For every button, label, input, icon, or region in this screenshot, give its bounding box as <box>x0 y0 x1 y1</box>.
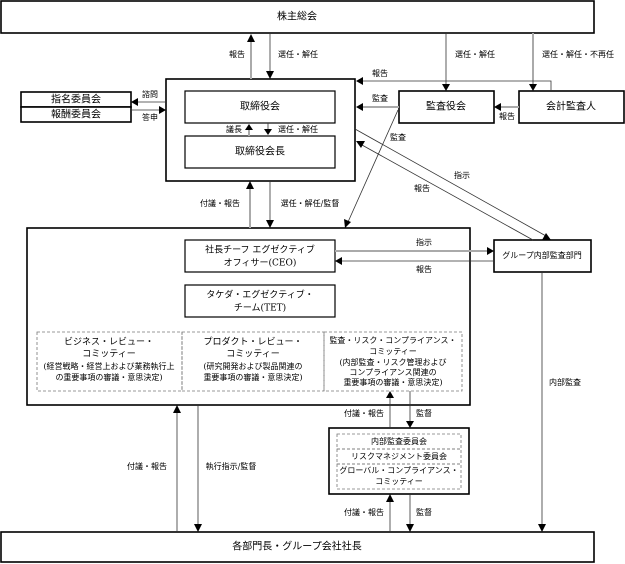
edge-label-div-committees: 付議・報告 <box>344 507 384 517</box>
board-chair-label: 取締役会長 <box>235 145 285 158</box>
gcc-line1: グローバル・コンプライアンス・ <box>339 465 458 475</box>
compensation-committee-label: 報酬委員会 <box>51 108 101 121</box>
edge-label-answer: 答申 <box>142 112 158 122</box>
edge-label-arc-down: 監督 <box>416 408 432 418</box>
division-heads-box <box>0 531 595 563</box>
edge-label-instruct: 指示 <box>454 170 470 180</box>
edge-label-auditor-audit-report: 報告 <box>499 111 515 121</box>
internal-audit-dept-box <box>493 239 592 273</box>
arrowhead <box>194 524 202 532</box>
edge-label-arc-up: 付議・報告 <box>344 408 384 418</box>
arrowhead <box>266 71 274 79</box>
edge-label-audit-exec: 監査 <box>390 132 406 142</box>
arrowhead <box>131 98 138 106</box>
ceo-box <box>184 239 336 273</box>
arrowhead <box>247 34 255 42</box>
edge-label-chair: 議長 <box>226 124 242 134</box>
brc-line1: ビジネス・レビュー・ <box>64 337 154 348</box>
arrowhead <box>266 220 274 228</box>
prc-line2: コミッティー <box>226 349 279 360</box>
arrowhead <box>356 103 363 111</box>
ceo-label-line2: オフィサー(CEO) <box>224 258 297 269</box>
edge-label-committees-div: 監督 <box>416 507 432 517</box>
prc-line1: プロダクト・レビュー・ <box>203 336 302 348</box>
gcc-line2: コミッティー <box>375 477 423 486</box>
accounting-auditor-label: 会計監査人 <box>546 100 596 113</box>
arrowhead <box>406 421 414 428</box>
arrowhead <box>344 219 351 228</box>
brc-desc2: の重要事項の審議・意思決定) <box>55 372 162 382</box>
arc-desc1: (内部監査・リスク管理および <box>339 357 446 367</box>
edge-label-inquiry: 諮問 <box>142 89 158 99</box>
arrowhead <box>264 129 272 135</box>
shareholders-label: 株主総会 <box>277 10 317 23</box>
edge-label-board-chair: 選任・解任 <box>278 124 318 134</box>
edge-label-elect: 選任・解任 <box>278 49 318 59</box>
arc-line1: 監査・リスク・コンプライアンス・ <box>329 335 456 345</box>
arrowhead <box>542 233 551 240</box>
nomination-committee-label: 指名委員会 <box>51 93 101 106</box>
arrowhead <box>386 494 394 502</box>
ceo-label-line1: 社長チーフ エグゼクティブ <box>205 244 315 256</box>
arrowhead <box>538 524 546 532</box>
division-heads-label: 各部門長・グループ会社社長 <box>232 540 361 553</box>
edge-label-div-exec: 付議・報告 <box>127 461 167 471</box>
arrowhead <box>159 106 166 114</box>
edge-label-ceo-instruct: 指示 <box>416 237 432 247</box>
arrowhead <box>356 141 365 148</box>
tet-label-line1: タケダ・エグゼクティブ・ <box>206 289 313 301</box>
prc-desc2: 重要事項の審議・意思決定) <box>203 372 302 382</box>
edge-audit-to-exec <box>347 109 399 223</box>
brc-desc1: (経営戦略・経営上および業務執行上 <box>43 361 174 371</box>
arrowhead <box>487 247 494 255</box>
risk-mgmt-committee-label: リスクマネジメント委員会 <box>351 451 447 461</box>
edge-label-report: 報告 <box>229 49 245 59</box>
arrowhead <box>386 391 394 398</box>
internal-audit-dept-label: グループ内部監査部門 <box>502 250 582 260</box>
edge-label-board-exec: 選任・解任/監督 <box>281 198 340 208</box>
edge-iad-to-board <box>361 144 534 241</box>
audit-board-label: 監査役会 <box>426 100 466 113</box>
arrowhead <box>245 124 253 130</box>
edge-board-to-iad <box>354 128 547 237</box>
arrowhead <box>494 103 501 111</box>
edge-label-ceo-report: 報告 <box>416 264 432 274</box>
global-compliance-committee-box <box>336 463 462 490</box>
arrowhead <box>335 257 342 265</box>
edge-label-elect-auditor: 選任・解任・不再任 <box>542 49 614 59</box>
audit-risk-compliance-committee-box <box>323 331 463 392</box>
board-chair-box <box>184 135 336 169</box>
edge-label-iad-report: 報告 <box>414 183 430 193</box>
edge-label-elect-audit: 選任・解任 <box>455 49 495 59</box>
business-review-committee-box <box>36 331 183 392</box>
brc-line2: コミッティー <box>82 349 135 360</box>
arrowhead <box>356 77 363 85</box>
accounting-auditor-box <box>518 90 625 124</box>
edge-label-auditor-report: 報告 <box>372 68 388 78</box>
arrowhead <box>246 181 254 189</box>
edge-auditor-to-board <box>363 80 552 91</box>
arc-desc3: 重要事項の審議・意思決定) <box>343 377 442 387</box>
arrowhead <box>406 524 414 532</box>
arrowhead <box>173 405 181 413</box>
internal-audit-committee-label: 内部監査委員会 <box>371 436 427 446</box>
shareholders-box <box>0 0 595 34</box>
arrowhead <box>442 84 450 91</box>
arc-line2: コミッティー <box>369 347 417 356</box>
edge-label-audit: 監査 <box>372 93 388 103</box>
arrowhead <box>529 84 537 91</box>
tet-box <box>184 284 336 318</box>
prc-desc1: (研究開発および製品関連の <box>203 361 302 371</box>
edge-label-exec-div: 執行指示/監督 <box>206 461 257 471</box>
tet-label-line2: チーム(TET) <box>234 303 286 314</box>
product-review-committee-box <box>181 331 325 392</box>
board-box <box>184 90 336 124</box>
board-label: 取締役会 <box>240 100 280 113</box>
edge-label-exec-report: 付議・報告 <box>200 198 240 208</box>
arc-desc2: コンプライアンス関連の <box>349 367 436 377</box>
compensation-committee-box <box>20 106 132 123</box>
lower-committees-box <box>328 427 470 495</box>
edge-label-internal-audit: 内部監査 <box>549 377 581 387</box>
